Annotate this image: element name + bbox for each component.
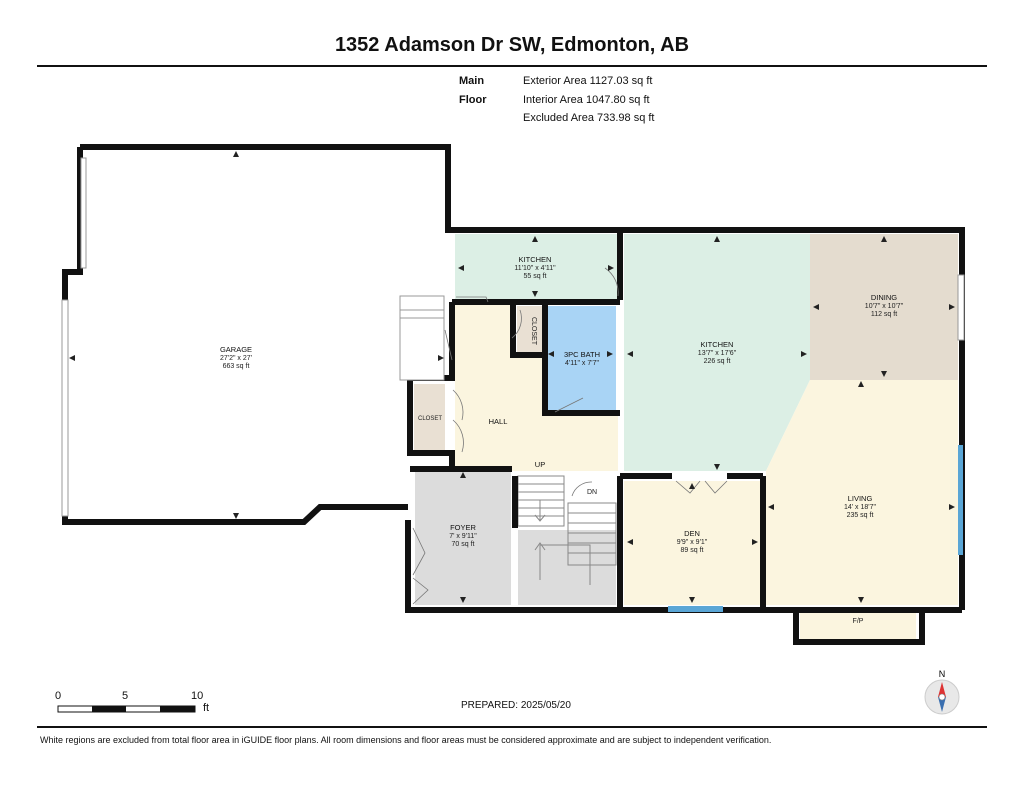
scale-bar	[57, 705, 196, 713]
kitchen-small-name: KITCHEN	[519, 255, 552, 264]
bath-fill	[548, 306, 616, 412]
windows-garage	[61, 157, 965, 517]
kitchen-main-fill	[624, 234, 810, 471]
den-name: DEN	[684, 529, 700, 538]
compass-icon: N	[924, 669, 960, 715]
living-area: 235 sq ft	[847, 512, 874, 519]
living-name: LIVING	[848, 494, 873, 503]
den-dims: 9'9" x 9'1"	[677, 539, 708, 546]
closet-upper-name: CLOSET	[530, 317, 537, 346]
dining-fill	[810, 234, 958, 380]
bath-name: 3PC BATH	[564, 350, 600, 359]
stairs-down-label: DN	[587, 489, 597, 496]
kitchen-small-dims: 11'10" x 4'11"	[514, 265, 556, 272]
fireplace-fill	[800, 611, 916, 639]
kitchen-small-fill	[455, 234, 618, 300]
hall-name: HALL	[489, 417, 508, 426]
foyer-name: FOYER	[450, 523, 476, 532]
stair-landing-fill	[518, 530, 616, 605]
disclaimer: White regions are excluded from total fl…	[40, 735, 772, 745]
foyer-fill	[415, 469, 511, 605]
prepared-date: PREPARED: 2025/05/20	[461, 700, 571, 711]
compass-north-label: N	[939, 669, 946, 679]
dining-dims: 10'7" x 10'7"	[865, 303, 904, 310]
dining-area: 112 sq ft	[871, 311, 897, 318]
page-title: 1352 Adamson Dr SW, Edmonton, AB	[334, 34, 690, 56]
window-living	[958, 445, 963, 555]
stairs	[517, 475, 617, 585]
foyer-dims: 7' x 9'11"	[449, 533, 477, 540]
exterior-area: Exterior Area 1127.03 sq ft	[523, 75, 653, 87]
den-area: 89 sq ft	[681, 547, 704, 554]
interior-area: Interior Area 1047.80 sq ft	[523, 93, 650, 106]
scale-tick-0: 0	[55, 690, 62, 702]
living-dims: 14' x 18'7"	[844, 504, 877, 511]
excluded-area: Excluded Area 733.98 sq ft	[523, 112, 655, 124]
kitchen-small-area: 55 sq ft	[524, 273, 547, 280]
garage-name: GARAGE	[220, 345, 252, 354]
kitchen-main-area: 226 sq ft	[704, 358, 731, 365]
floor-label: Main Floor	[459, 75, 487, 106]
scale-tick-5: 5	[122, 690, 129, 702]
closet-left-fill	[414, 384, 445, 450]
hall-fill	[455, 305, 618, 471]
foyer-area: 70 sq ft	[452, 541, 475, 548]
window-den	[668, 606, 723, 612]
fireplace-label: F/P	[853, 618, 864, 625]
dimension-arrows	[69, 151, 955, 603]
bath-dims: 4'11" x 7'7"	[565, 360, 599, 367]
scale-unit: ft	[203, 702, 210, 714]
scale-tick-10: 10	[191, 690, 204, 702]
garage-area: 663 sq ft	[223, 363, 250, 370]
closet-left-name: CLOSET	[418, 416, 442, 422]
title-rule	[37, 65, 987, 67]
dining-name: DINING	[871, 293, 897, 302]
door-swings	[412, 267, 728, 605]
garage-dims: 27'2" x 27'	[220, 355, 252, 362]
footer-rule	[37, 726, 987, 728]
den-fill	[624, 481, 760, 605]
stairs-up-label: UP	[535, 460, 545, 469]
kitchen-main-dims: 13'7" x 17'6"	[698, 350, 737, 357]
living-fill	[766, 380, 958, 605]
kitchen-main-name: KITCHEN	[701, 340, 734, 349]
